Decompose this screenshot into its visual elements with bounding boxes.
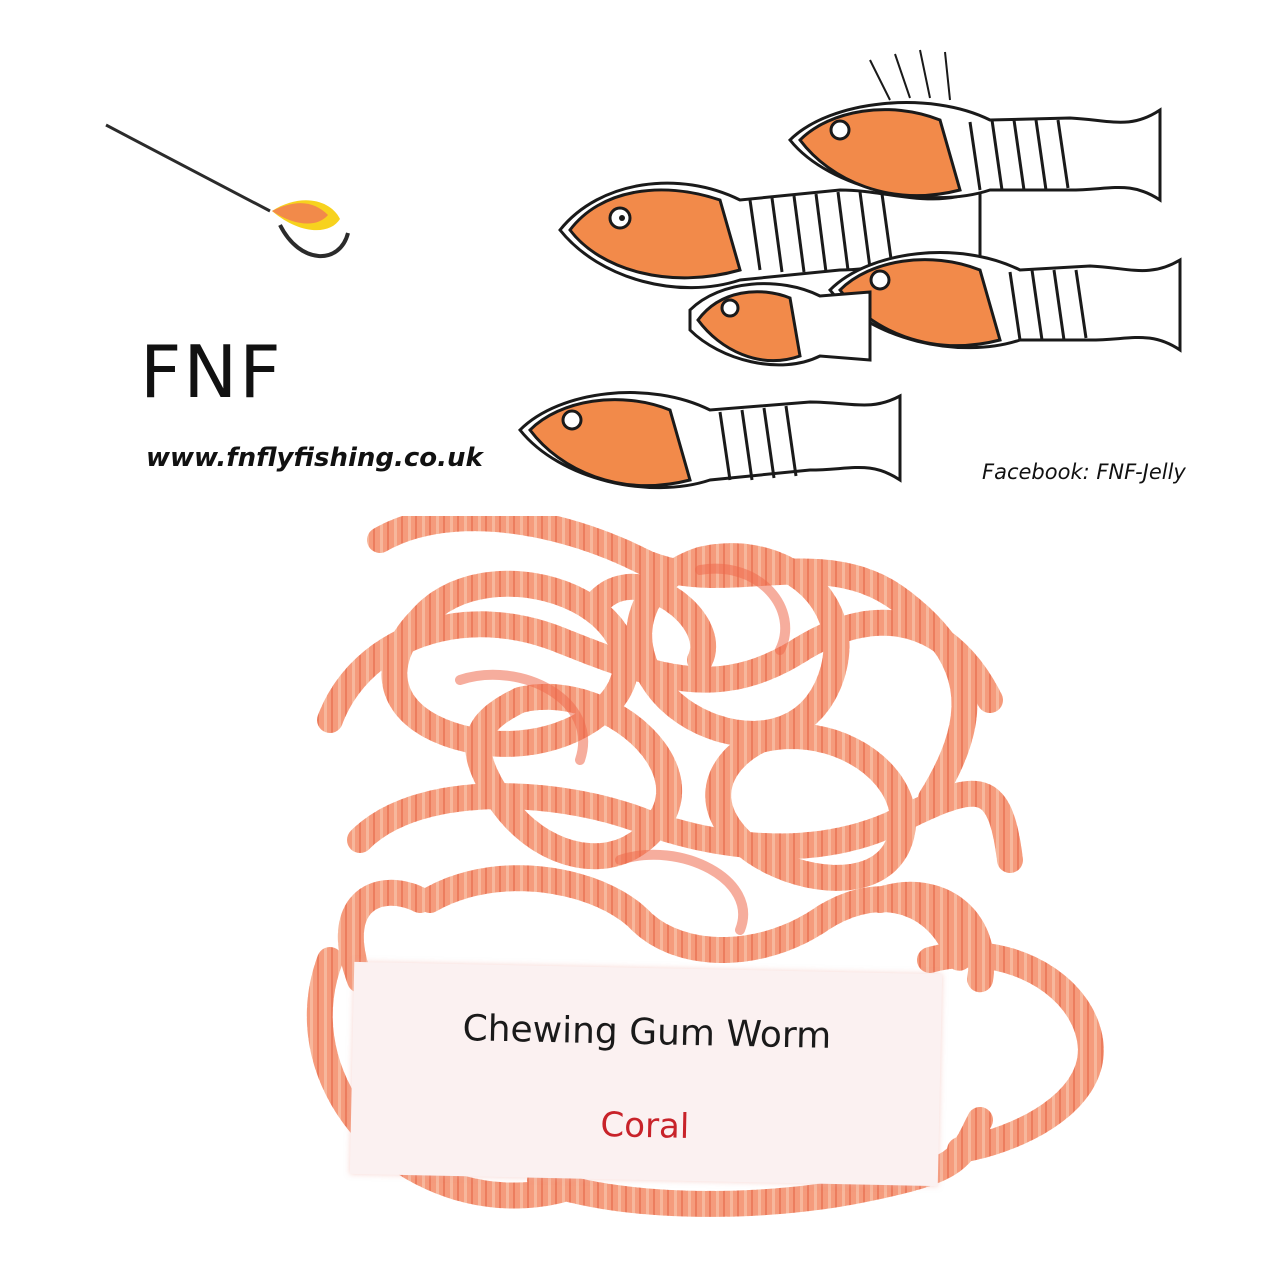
fish-3 bbox=[827, 251, 1182, 353]
fish-2 bbox=[787, 49, 1162, 203]
brand-logo-text: FNF bbox=[140, 330, 283, 414]
skeleton-fish-school-illustration bbox=[517, 49, 1182, 490]
fish-4 bbox=[517, 391, 902, 490]
product-color: Coral bbox=[600, 1105, 690, 1147]
fish-1 bbox=[558, 181, 982, 290]
product-label: Chewing Gum Worm Coral bbox=[349, 961, 943, 1187]
product-name: Chewing Gum Worm bbox=[462, 1008, 832, 1057]
fish-5 bbox=[688, 282, 872, 367]
facebook-handle: Facebook: FNF-Jelly bbox=[982, 460, 1186, 484]
fly-on-hook-icon bbox=[105, 123, 350, 259]
website-url: www.fnflyfishing.co.uk bbox=[146, 443, 483, 473]
